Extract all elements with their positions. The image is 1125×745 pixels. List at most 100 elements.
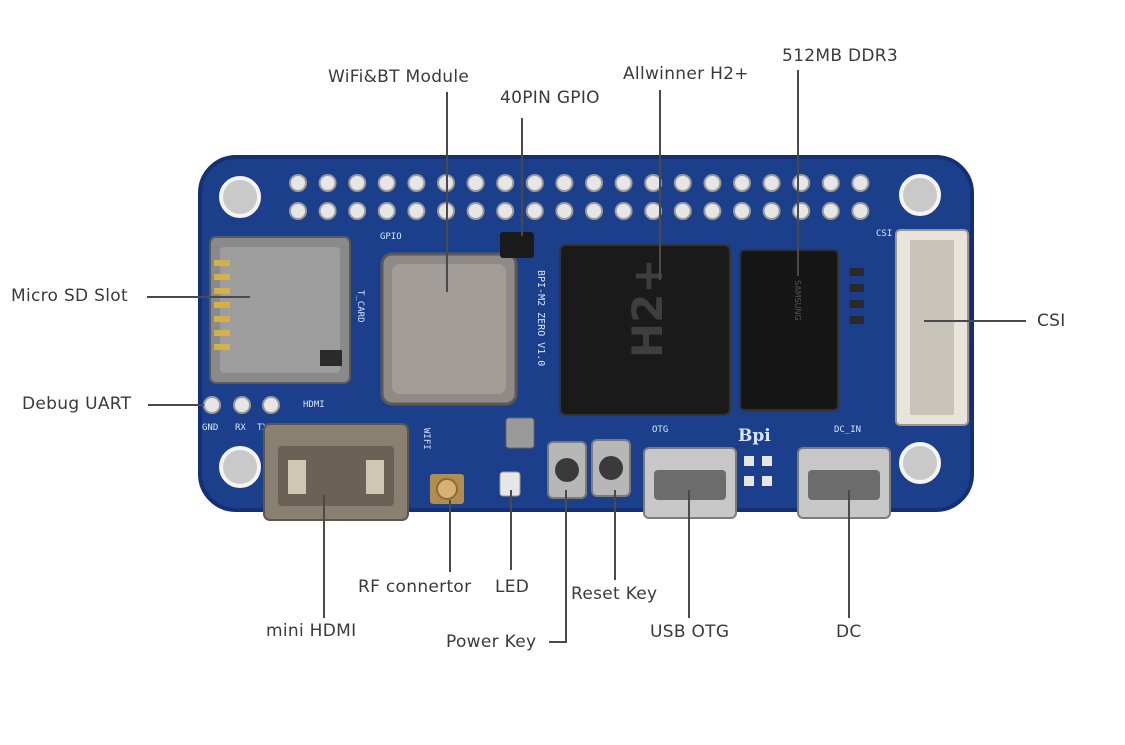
label-wifi-bt: WiFi&BT Module — [328, 67, 470, 87]
reset-key — [591, 439, 631, 497]
leader-ddr — [797, 70, 799, 276]
soc-marking: H2+ — [623, 258, 672, 358]
gpio-pin — [733, 202, 751, 220]
inductor — [500, 232, 534, 258]
gpio-pin — [348, 174, 367, 192]
gpio-pin — [821, 174, 840, 192]
gpio-pin — [525, 174, 544, 192]
label-power: Power Key — [446, 632, 537, 652]
smd-caps — [850, 268, 864, 324]
micro-sd-slot — [209, 236, 351, 384]
gpio-pin — [644, 202, 663, 220]
debug-uart-pads — [203, 396, 280, 414]
gpio-pin — [348, 202, 367, 220]
wifi-bt-module — [380, 252, 518, 406]
label-uart: Debug UART — [22, 394, 132, 414]
label-dc: DC — [836, 622, 862, 642]
leader-sd — [147, 296, 250, 298]
leader-led — [510, 490, 512, 570]
dc-power-port — [797, 447, 891, 519]
gpio-pin — [851, 174, 870, 192]
gpio-pin — [792, 174, 811, 192]
label-rf: RF connertor — [358, 577, 472, 597]
gpio-pin — [318, 202, 337, 220]
usb-otg-port — [643, 447, 737, 519]
gpio-pin — [555, 202, 574, 220]
leader-rf — [449, 500, 451, 572]
gpio-pin — [377, 202, 396, 220]
gpio-pin — [289, 202, 307, 220]
gpio-pin — [585, 174, 603, 192]
gpio-pin — [407, 202, 426, 220]
allwinner-h2-soc: H2+ — [559, 244, 731, 416]
gpio-pin — [614, 202, 633, 220]
ddr-brand: SAMSUNG — [793, 280, 802, 321]
leader-otg — [688, 490, 690, 618]
gpio-pin — [851, 202, 870, 220]
gpio-pin — [733, 174, 751, 192]
silk-csi: CSI — [876, 229, 892, 239]
leader-csi — [924, 320, 1026, 322]
label-reset: Reset Key — [571, 584, 658, 604]
bpi-logo: Bpi — [738, 426, 771, 446]
leader-soc — [659, 90, 661, 280]
silk-tcard: T_CARD — [355, 290, 365, 323]
leader-power-v — [565, 490, 567, 642]
leader-dc — [848, 490, 850, 618]
gpio-pin — [673, 174, 692, 192]
gpio-header — [289, 174, 870, 220]
gpio-pin — [792, 202, 811, 220]
leader-gpio — [521, 118, 523, 236]
csi-connector — [895, 229, 969, 426]
silk-dcin: DC_IN — [834, 425, 861, 435]
gpio-pin — [289, 174, 307, 192]
gpio-pin — [318, 174, 337, 192]
silk-hdmi: HDMI — [303, 400, 325, 410]
power-key — [547, 441, 587, 499]
leader-reset — [614, 490, 616, 580]
crystal — [505, 417, 535, 449]
gpio-pin — [407, 174, 426, 192]
mini-hdmi-port — [263, 423, 409, 521]
gpio-pin — [821, 202, 840, 220]
gpio-pin — [496, 174, 515, 192]
gpio-pin — [377, 174, 396, 192]
silk-rx: RX — [235, 423, 246, 433]
label-sd: Micro SD Slot — [11, 286, 128, 306]
gpio-pin — [525, 202, 544, 220]
gpio-pin — [555, 174, 574, 192]
label-soc: Allwinner H2+ — [623, 64, 749, 84]
ddr3-memory: SAMSUNG — [739, 249, 839, 411]
gpio-pin — [496, 202, 515, 220]
silk-wifi: WIFI — [421, 428, 431, 450]
silk-tx: TX — [257, 423, 268, 433]
silk-otg: OTG — [652, 425, 668, 435]
leader-uart — [148, 404, 204, 406]
gpio-pin — [466, 174, 485, 192]
gpio-pin — [703, 202, 722, 220]
mounting-holes — [219, 174, 941, 488]
rf-connector — [430, 474, 464, 504]
gpio-pin — [762, 202, 781, 220]
test-pads — [744, 456, 772, 486]
label-led: LED — [495, 577, 530, 597]
gpio-pin — [644, 174, 663, 192]
label-csi: CSI — [1037, 311, 1066, 331]
silk-gnd: GND — [202, 423, 218, 433]
gpio-pin — [585, 202, 603, 220]
gpio-pin — [673, 202, 692, 220]
label-gpio: 40PIN GPIO — [500, 88, 600, 108]
label-otg: USB OTG — [650, 622, 730, 642]
silk-gpio: GPIO — [380, 232, 402, 242]
leader-hdmi — [323, 495, 325, 618]
gpio-pin — [703, 174, 722, 192]
leader-power-h — [549, 641, 567, 643]
gpio-pin — [762, 174, 781, 192]
label-hdmi: mini HDMI — [266, 621, 357, 641]
silk-board-name: BPI-M2 ZERO V1.0 — [535, 270, 546, 366]
label-ddr: 512MB DDR3 — [782, 46, 898, 66]
leader-wifi-bt — [446, 92, 448, 292]
gpio-pin — [466, 202, 485, 220]
